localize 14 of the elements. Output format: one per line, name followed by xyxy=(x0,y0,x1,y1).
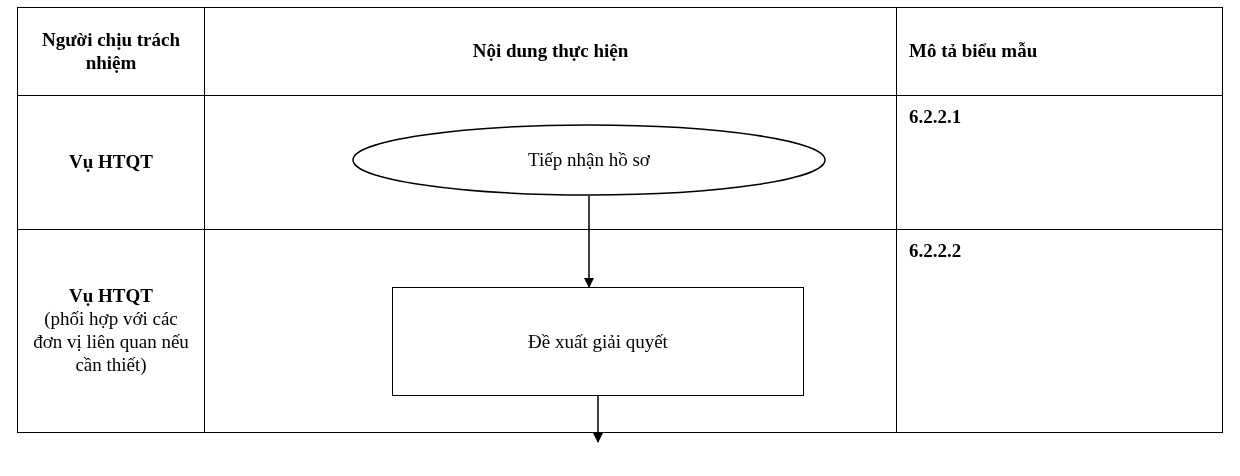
start-ellipse xyxy=(352,124,826,196)
node-text: Tiếp nhận hồ sơ xyxy=(528,149,650,171)
responsible-party: Vụ HTQT xyxy=(69,151,153,174)
arrow xyxy=(584,195,594,288)
column-header: Người chịu trách nhiệm xyxy=(41,28,181,75)
node-text: Đề xuất giải quyết xyxy=(528,330,668,353)
responsible-party: (phối hợp với các đơn vị liên quan nếu cần thiết) xyxy=(32,308,190,377)
form-code: Mô tả biểu mẫu xyxy=(909,40,1038,63)
column-header: Nội dung thực hiện xyxy=(472,40,629,63)
process-box xyxy=(392,287,804,396)
arrow xyxy=(593,395,603,443)
form-code: 6.2.2.2 xyxy=(909,240,962,263)
form-code: 6.2.2.1 xyxy=(909,106,962,129)
responsible-party: Vụ HTQT xyxy=(69,285,153,309)
